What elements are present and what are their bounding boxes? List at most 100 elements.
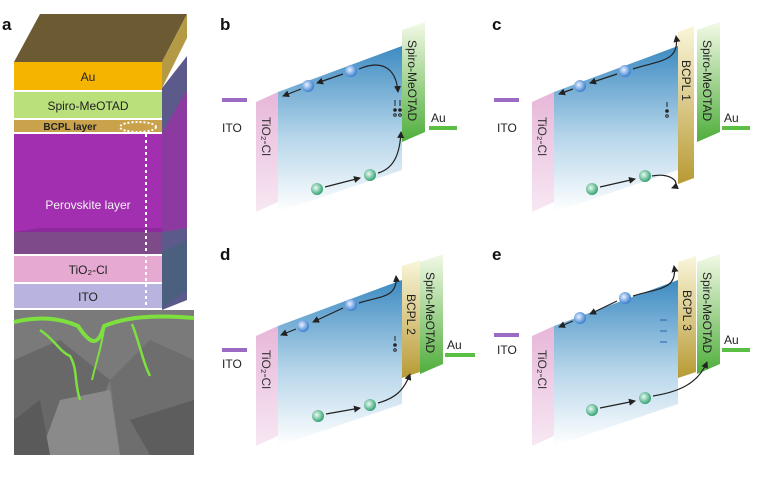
grain-boundary-top: [13, 314, 195, 343]
defect-marks: [393, 100, 402, 117]
ito-layer-label: ITO: [78, 290, 98, 304]
device-stack: Au Spiro-MeOTAD BCPL layer Perovskite la…: [14, 14, 187, 326]
electron-block-c: [632, 35, 681, 70]
electron-arrow-b1: [282, 88, 302, 98]
hole-arrow-e1: [599, 398, 636, 409]
hole-arrow-b1: [324, 176, 361, 188]
spiro-label: Spiro-MeOTAD: [423, 272, 437, 353]
ito-layer: [14, 284, 162, 308]
spiro-layer-label: Spiro-MeOTAD: [47, 99, 128, 113]
ito-label: ITO: [497, 121, 517, 135]
spiro-bar: [402, 22, 425, 142]
band-diagram-b: ITO TiO₂-Cl Spiro-MeOTAD Au: [222, 22, 457, 212]
spiro-label: Spiro-MeOTAD: [405, 40, 419, 121]
bcpl1-label: BCPL 1: [679, 60, 693, 101]
hole-b2: [364, 169, 376, 181]
ito-label-d: ITO: [222, 357, 242, 371]
au-layer: [14, 62, 162, 90]
electron-b2: [345, 65, 357, 77]
electron-block-d: [358, 275, 401, 304]
bcpl-highlight: [119, 121, 157, 133]
defect-marks: [393, 336, 397, 352]
hole-d1: [312, 410, 324, 422]
electron-e2: [619, 292, 631, 304]
hole-c1: [586, 183, 598, 195]
au-label: Au: [447, 338, 462, 352]
au-layer-label: Au: [81, 70, 96, 84]
band-diagram-d: TiO₂-Cl BCPL 2 Spiro-MeOTAD Au: [222, 254, 475, 446]
electron-arrow-c2: [589, 73, 618, 85]
tio2-label: TiO₂-Cl: [259, 350, 273, 389]
tio2-bar: [256, 326, 278, 446]
hole-d2: [364, 399, 376, 411]
spiro-layer: [14, 92, 162, 118]
spiro-label: Spiro-MeOTAD: [700, 40, 714, 121]
bcpl2-bar: [402, 260, 420, 378]
perovskite-band: [554, 46, 678, 212]
perovskite-layer-label: Perovskite layer: [45, 198, 130, 212]
bcpl3-bar: [678, 256, 696, 378]
bcpl2-label: BCPL 2: [404, 294, 418, 335]
spiro-bar: [697, 254, 720, 374]
tio2-bar: [532, 326, 554, 446]
panel-letter-b: b: [220, 15, 230, 34]
perovskite-lower: [14, 232, 162, 254]
panel-letter-c: c: [492, 15, 501, 34]
electron-c1: [574, 80, 586, 92]
bcpl1-bar: [678, 26, 694, 184]
tio2-bar: [256, 92, 278, 212]
band-diagram-c: ITO TiO₂-Cl BCPL 1 Spiro-MeOTAD Au: [494, 22, 750, 212]
spiro-bar: [697, 22, 720, 142]
grain-boundary-1: [39, 328, 82, 401]
hole-arrow-c1: [599, 176, 636, 188]
tio2-layer-label: TiO₂-Cl: [69, 263, 108, 277]
electron-arrow-b2: [316, 73, 344, 85]
hole-b1: [311, 183, 323, 195]
perovskite-layer: [14, 134, 162, 232]
panel-letter-e: e: [492, 245, 501, 264]
tio2-label: TiO₂-Cl: [259, 117, 273, 156]
perovskite-band: [278, 280, 402, 446]
electron-d2: [345, 299, 357, 311]
tio2-layer: [14, 256, 162, 282]
sem-image: [13, 310, 195, 455]
perovskite-band: [554, 280, 678, 446]
perovskite-band: [278, 46, 402, 212]
electron-arrow-e2: [589, 300, 618, 315]
grain-boundary-2: [130, 323, 152, 377]
au-side-face: [162, 14, 187, 88]
bcpl-layer-label: BCPL layer: [43, 122, 96, 133]
electron-arrow-d2: [312, 307, 344, 323]
perovskite-shade: [14, 228, 162, 232]
defect-marks: [665, 102, 669, 118]
tio2-label: TiO₂-Cl: [535, 350, 549, 389]
ito-label: ITO: [222, 121, 242, 135]
electron-b1: [302, 80, 314, 92]
au-top-face: [14, 14, 187, 62]
band-diagram-e: ITO TiO₂-Cl BCPL 3 Spiro-MeOTAD Au: [494, 254, 750, 446]
tio2-label: TiO₂-Cl: [535, 117, 549, 156]
hole-extract-e: [652, 361, 708, 397]
perovskite-side: [162, 90, 187, 232]
electron-arrow-d1: [280, 328, 297, 337]
defect-marks: [660, 319, 667, 343]
electron-arrow-e1: [558, 320, 574, 328]
au-label: Au: [431, 111, 446, 125]
spiro-label: Spiro-MeOTAD: [700, 272, 714, 353]
electron-block-e: [632, 265, 679, 297]
panel-letter-a: a: [2, 15, 12, 34]
hole-e2: [639, 392, 651, 404]
au-label: Au: [724, 333, 739, 347]
electron-d1: [297, 320, 309, 332]
panel-letter-d: d: [220, 245, 230, 264]
hole-extract-c: [651, 174, 679, 190]
tio2-bar: [532, 92, 554, 212]
bcpl3-label: BCPL 3: [680, 290, 694, 331]
ito-side: [162, 240, 187, 308]
au-label: Au: [724, 111, 739, 125]
hole-c2: [639, 170, 651, 182]
electron-reflect-b: [358, 64, 402, 93]
ito-label: ITO: [497, 343, 517, 357]
hole-arrow-d1: [325, 405, 361, 415]
